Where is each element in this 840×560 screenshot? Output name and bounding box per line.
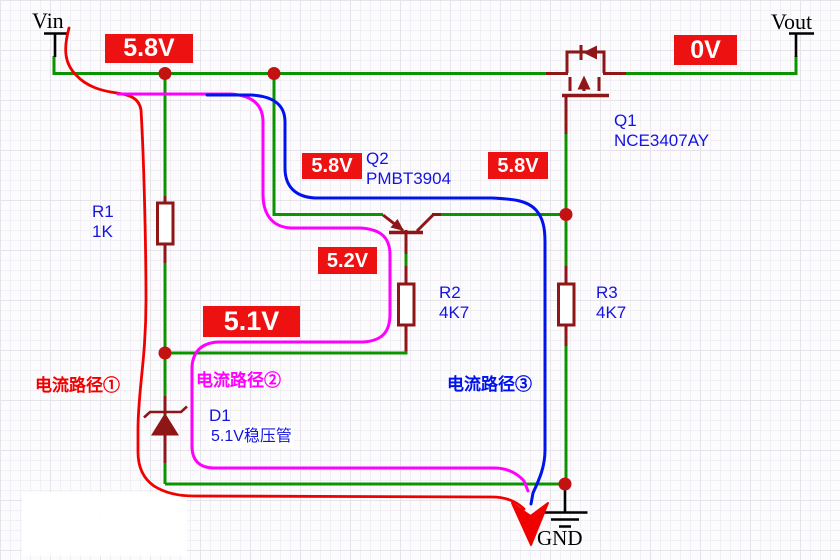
- q1-value: NCE3407AY: [614, 131, 710, 150]
- vin-terminal-pin: [44, 32, 69, 57]
- q2-bjt-symbol: [382, 213, 441, 235]
- d1-ref: D1: [209, 406, 231, 425]
- wire-vin-top-rail: [52, 56, 547, 75]
- q2-collector-line: [415, 213, 435, 233]
- r3-ref: R3: [596, 283, 618, 302]
- voltage-badge-q1-gate: 5.8V: [488, 152, 548, 179]
- current-path-2-curve: [116, 92, 530, 493]
- q1-diode-triangle: [583, 45, 597, 60]
- current-path-3-label: 电流路径③: [447, 375, 532, 394]
- junction-dots: [158, 67, 573, 491]
- r2-value: 4K7: [439, 303, 470, 322]
- wires-green: [52, 56, 798, 486]
- q1-body-diode-loop: [565, 50, 606, 73]
- d1-cathode-bar: [143, 405, 188, 419]
- d1-value: 5.1V稳压管: [209, 426, 294, 448]
- vin-terminal-label: Vin: [32, 8, 64, 33]
- r2-ref: R2: [439, 283, 461, 302]
- wire-q2-branch: [272, 73, 383, 216]
- current-path-curves: [64, 26, 549, 546]
- wire-top-rail-vout: [625, 56, 798, 75]
- vout-terminal-label: Vout: [771, 9, 813, 34]
- r1-body: [156, 201, 175, 246]
- q1-ref: Q1: [614, 111, 637, 130]
- q2-emitter-arrow: [390, 219, 404, 231]
- q2-label: Q2 PMBT3904: [366, 149, 451, 189]
- voltage-badge-vin-rail: 5.8V: [105, 34, 193, 63]
- q2-ref: Q2: [366, 149, 389, 168]
- r2-body: [397, 282, 416, 327]
- terminal-symbols: [44, 32, 814, 528]
- junction-dot: [267, 67, 281, 80]
- r3-value: 4K7: [596, 303, 627, 322]
- r1-value: 1K: [92, 222, 113, 241]
- voltage-badge-vout: 0V: [674, 35, 737, 65]
- r1-label: R1 1K: [92, 202, 114, 242]
- watermark-blank-patch: [22, 492, 187, 556]
- d1-anode-triangle: [151, 413, 179, 436]
- q1-label: Q1 NCE3407AY: [614, 111, 709, 151]
- voltage-badge-q2-base: 5.2V: [318, 247, 377, 274]
- q1-substrate-arrow: [577, 75, 591, 90]
- component-leads: [163, 72, 626, 463]
- gnd-symbol: [542, 484, 588, 528]
- r1-ref: R1: [92, 202, 114, 221]
- resistor-bodies: [156, 201, 576, 327]
- gnd-terminal-label: GND: [537, 526, 583, 550]
- r3-label: R3 4K7: [596, 283, 626, 323]
- r2-label: R2 4K7: [439, 283, 469, 323]
- junction-dot: [158, 67, 172, 80]
- voltage-badge-zener-node: 5.1V: [203, 306, 300, 337]
- q2-value: PMBT3904: [366, 169, 452, 188]
- r3-body: [557, 282, 576, 327]
- junction-dot: [158, 346, 172, 360]
- vout-terminal-pin: [789, 32, 814, 57]
- junction-dot: [558, 477, 572, 491]
- current-path-3-curve: [205, 93, 547, 506]
- current-flow-arrowhead: [511, 502, 549, 546]
- current-path-2-label: 电流路径②: [196, 371, 281, 390]
- current-path-1-curve: [64, 26, 526, 511]
- d1-zener-symbol: [143, 405, 188, 436]
- d1-label: D1 5.1V稳压管: [209, 406, 294, 448]
- q1-mosfet-symbol: [562, 45, 609, 98]
- voltage-badge-q2-collector: 5.8V: [302, 153, 362, 179]
- junction-dot: [559, 208, 573, 221]
- current-path-1-label: 电流路径①: [35, 376, 120, 395]
